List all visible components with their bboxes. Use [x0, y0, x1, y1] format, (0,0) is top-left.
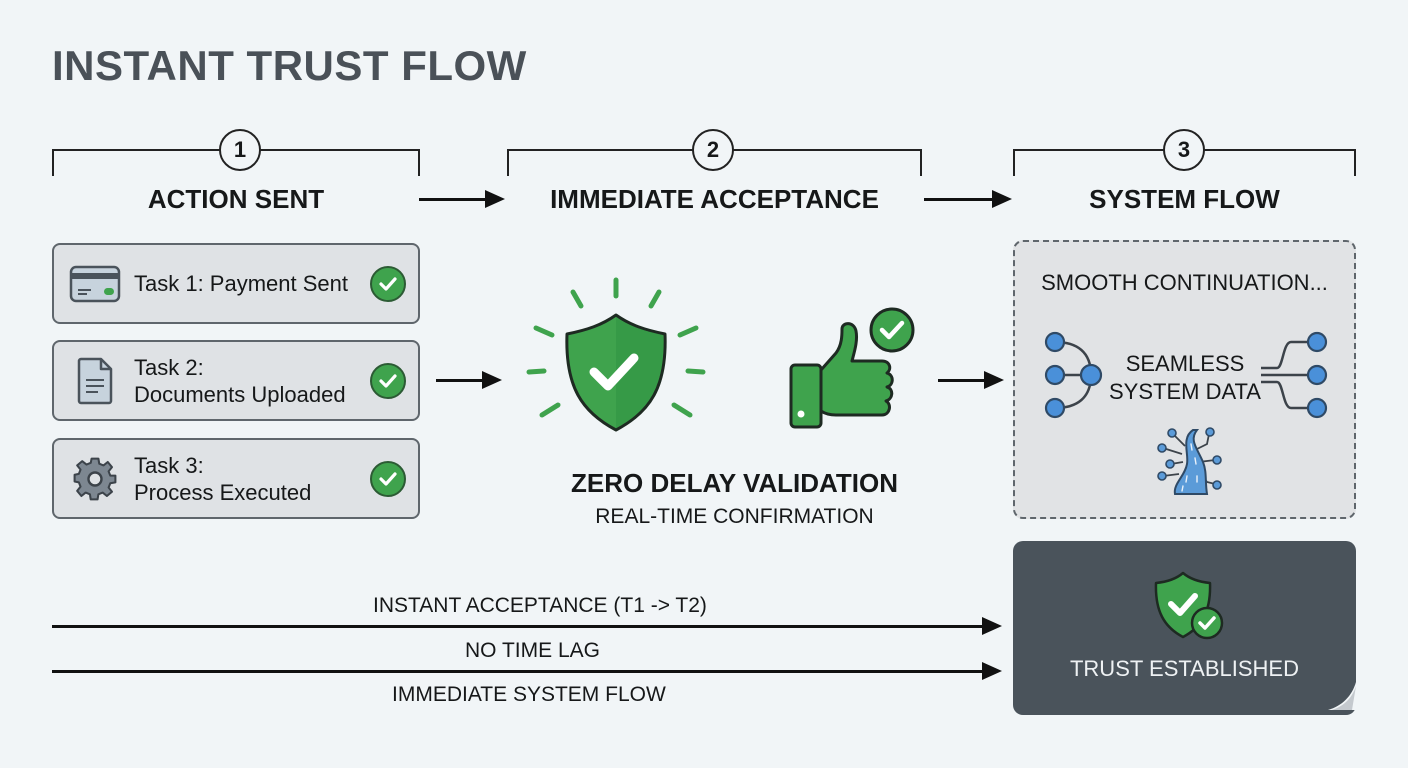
check-circle-icon — [370, 265, 406, 302]
gear-icon — [68, 455, 122, 503]
timeline-arrow-2 — [52, 662, 1002, 680]
thumbs-up-icon — [786, 305, 921, 440]
step-1-number: 1 — [219, 129, 261, 171]
data-stream-icon — [1155, 424, 1225, 501]
header-arrow-2 — [924, 190, 1012, 208]
shield-check-icon — [1148, 569, 1228, 649]
check-circle-icon — [370, 460, 406, 497]
task-label: Task 2: — [134, 354, 204, 380]
validation-subtitle: REAL-TIME CONFIRMATION — [595, 505, 874, 528]
task-card-payment[interactable]: Task 1: Payment Sent — [52, 243, 420, 324]
validation-title: ZERO DELAY VALIDATION — [571, 468, 898, 498]
check-circle-icon — [370, 362, 406, 399]
network-split-icon — [1261, 330, 1331, 425]
task-label: Task 3: — [134, 452, 204, 478]
system-data-label-line2: SYSTEM DATA — [1109, 379, 1261, 404]
task-card-process[interactable]: Task 3: Process Executed — [52, 438, 420, 519]
trust-established-label: TRUST ESTABLISHED — [1069, 656, 1299, 681]
system-heading: SMOOTH CONTINUATION... — [1041, 270, 1328, 295]
shield-check-icon — [520, 272, 720, 447]
system-flow-panel: SMOOTH CONTINUATION... SEAMLESS SYSTEM D… — [1013, 240, 1356, 519]
timeline-label-1-text: INSTANT ACCEPTANCE (T1 -> T2) — [373, 594, 707, 617]
step-3-title: SYSTEM FLOW — [1089, 184, 1280, 214]
task-label-detail: Process Executed — [134, 479, 312, 505]
timeline-label-3: IMMEDIATE SYSTEM FLOW — [392, 683, 666, 706]
timeline-label-2: NO TIME LAG — [465, 639, 600, 662]
step-3-number: 3 — [1163, 129, 1205, 171]
task-label: Task 1: Payment Sent — [134, 271, 348, 296]
task-card-documents[interactable]: Task 2: Documents Uploaded — [52, 340, 420, 421]
step-2-title: IMMEDIATE ACCEPTANCE — [550, 184, 879, 214]
task-label-detail: Documents Uploaded — [134, 381, 346, 407]
credit-card-icon — [68, 260, 122, 308]
page-curl-icon — [1328, 682, 1356, 715]
flow-arrow-2 — [938, 371, 1004, 389]
step-2-number: 2 — [692, 129, 734, 171]
system-data-label-line1: SEAMLESS — [1125, 351, 1245, 376]
step-1-title: ACTION SENT — [147, 184, 325, 214]
header-arrow-1 — [419, 190, 505, 208]
document-icon — [68, 357, 122, 405]
page-title: INSTANT TRUST FLOW — [52, 42, 527, 89]
timeline-arrow-1 — [52, 617, 1002, 635]
network-merge-icon — [1041, 330, 1111, 425]
flow-arrow-1 — [436, 371, 502, 389]
system-data-label: SEAMLESS SYSTEM DATA — [1085, 350, 1285, 406]
trust-established-panel: TRUST ESTABLISHED — [1013, 541, 1356, 715]
